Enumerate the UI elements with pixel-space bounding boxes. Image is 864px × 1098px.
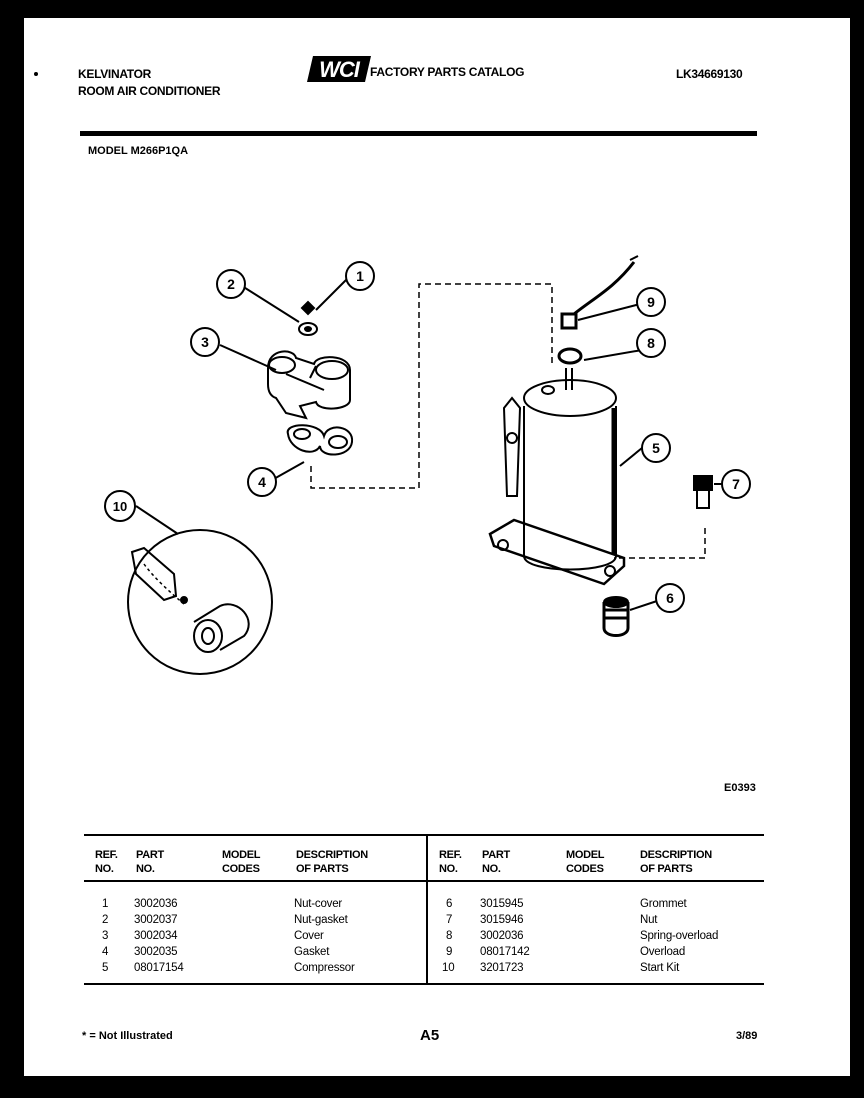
table-cell-part: 3201723 bbox=[480, 962, 524, 974]
table-cell-ref: 5 bbox=[102, 962, 109, 974]
table-cell-desc: Overload bbox=[640, 946, 686, 958]
part-nut-cover bbox=[298, 300, 318, 336]
svg-text:1: 1 bbox=[356, 268, 364, 284]
svg-text:3: 3 bbox=[201, 334, 209, 350]
catalog-title: FACTORY PARTS CATALOG bbox=[370, 65, 525, 79]
model-number: MODEL M266P1QA bbox=[88, 145, 189, 157]
table-cell-ref: 10 bbox=[442, 962, 455, 974]
table-cell-desc: Gasket bbox=[294, 946, 330, 958]
table-cell-ref: 6 bbox=[446, 898, 453, 910]
header-ref-right: REF.NO. bbox=[439, 849, 462, 875]
part-spring-overload bbox=[557, 347, 583, 365]
table-cell-desc: Compressor bbox=[294, 962, 355, 974]
table-header-rule bbox=[84, 880, 764, 882]
part-start-kit bbox=[127, 529, 273, 675]
part-gasket bbox=[286, 424, 354, 456]
page-number: A5 bbox=[420, 1027, 440, 1044]
table-cell-part: 3015946 bbox=[480, 914, 524, 926]
table-cell-part: 3002036 bbox=[480, 930, 524, 942]
table-top-rule bbox=[84, 834, 764, 836]
part-compressor bbox=[488, 368, 626, 586]
table-cell-ref: 3 bbox=[102, 930, 109, 942]
table-cell-desc: Nut-cover bbox=[294, 898, 343, 910]
table-cell-part: 3002034 bbox=[134, 930, 178, 942]
table-cell-ref: 4 bbox=[102, 946, 109, 958]
table-cell-desc: Start Kit bbox=[640, 962, 680, 974]
callout-7: 7 bbox=[721, 469, 751, 499]
table-cell-part: 08017154 bbox=[134, 962, 184, 974]
table-cell-part: 3015945 bbox=[480, 898, 524, 910]
table-cell-desc: Cover bbox=[294, 930, 324, 942]
table-cell-ref: 7 bbox=[446, 914, 453, 926]
callout-6: 6 bbox=[655, 583, 685, 613]
callout-2: 2 bbox=[216, 269, 246, 299]
scan-speck bbox=[34, 72, 38, 76]
callout-1: 1 bbox=[345, 261, 375, 291]
table-cell-ref: 8 bbox=[446, 930, 453, 942]
svg-text:WCI: WCI bbox=[319, 57, 361, 82]
exploded-parts-diagram: 1 2 3 4 5 6 7 8 9 10 bbox=[104, 255, 751, 675]
svg-text:10: 10 bbox=[113, 499, 127, 514]
svg-text:5: 5 bbox=[652, 440, 660, 456]
wci-logo: WCI bbox=[307, 54, 373, 89]
table-cell-desc: Spring-overload bbox=[640, 930, 719, 942]
part-grommet bbox=[602, 596, 630, 637]
svg-text:8: 8 bbox=[647, 335, 655, 351]
svg-text:4: 4 bbox=[258, 474, 266, 490]
table-cell-part: 3002037 bbox=[134, 914, 178, 926]
part-cover bbox=[267, 350, 351, 420]
catalog-number: LK34669130 bbox=[676, 67, 743, 81]
table-cell-desc: Nut-gasket bbox=[294, 914, 348, 926]
table-bottom-rule bbox=[84, 983, 764, 985]
brand-name: KELVINATOR bbox=[78, 67, 152, 81]
catalog-page: KELVINATOR ROOM AIR CONDITIONER WCI FACT… bbox=[24, 18, 850, 1076]
table-cell-ref: 1 bbox=[102, 898, 109, 910]
part-overload bbox=[560, 255, 639, 330]
revision-date: 3/89 bbox=[736, 1030, 758, 1042]
table-cell-part: 3002035 bbox=[134, 946, 178, 958]
drawing-code: E0393 bbox=[724, 782, 756, 794]
callout-4: 4 bbox=[247, 467, 277, 497]
callout-10: 10 bbox=[104, 490, 136, 522]
svg-text:2: 2 bbox=[227, 276, 235, 292]
table-cell-ref: 9 bbox=[446, 946, 453, 958]
footnote-not-illustrated: * = Not Illustrated bbox=[82, 1030, 173, 1042]
product-name: ROOM AIR CONDITIONER bbox=[78, 84, 221, 98]
callout-5: 5 bbox=[641, 433, 671, 463]
svg-text:9: 9 bbox=[647, 294, 655, 310]
callout-8: 8 bbox=[636, 328, 666, 358]
callout-3: 3 bbox=[190, 327, 220, 357]
header-ref: REF.NO. bbox=[95, 849, 118, 875]
table-cell-part: 08017142 bbox=[480, 946, 530, 958]
table-cell-part: 3002036 bbox=[134, 898, 178, 910]
header-rule bbox=[80, 131, 757, 136]
svg-text:7: 7 bbox=[732, 476, 740, 492]
callout-9: 9 bbox=[636, 287, 666, 317]
svg-text:6: 6 bbox=[666, 590, 674, 606]
table-cell-desc: Grommet bbox=[640, 898, 687, 910]
table-cell-ref: 2 bbox=[102, 914, 109, 926]
table-cell-desc: Nut bbox=[640, 914, 658, 926]
table-divider bbox=[426, 834, 428, 984]
part-nut bbox=[693, 475, 713, 509]
